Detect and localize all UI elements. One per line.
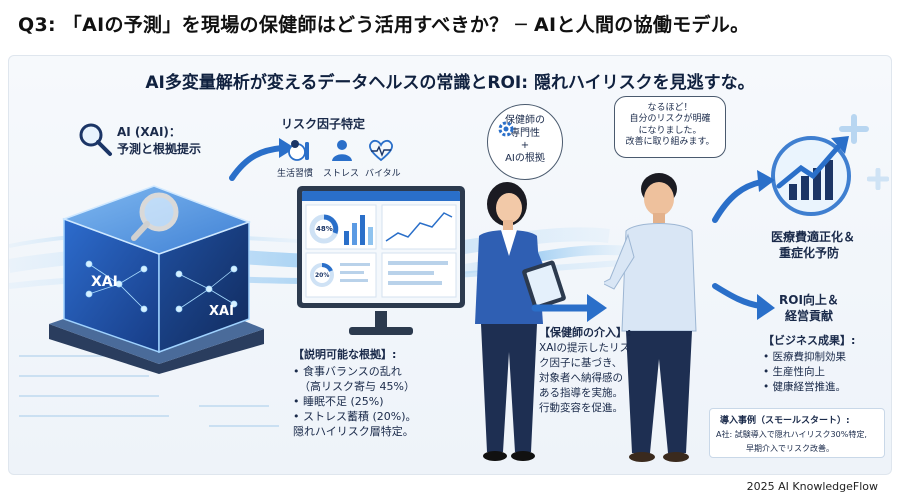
- nurse-thought-bubble: 保健師の 専門性 + AIの根拠: [487, 104, 563, 180]
- nurse-bubble-line-1: 保健師の: [505, 115, 545, 126]
- panel-subtitle: AI多変量解析が変えるデータヘルスの常識とROI: 隠れハイリスクを見逃すな。: [145, 73, 755, 93]
- nurse-bubble-line-2: 専門性: [510, 127, 540, 139]
- public-health-nurse-figure: [475, 182, 566, 461]
- employee-bubble-line-2: 自分のリスクが明確: [629, 114, 711, 125]
- risk-factors-title: リスク因子特定: [281, 117, 366, 131]
- intervention-title: 【保健師の介入】:: [539, 326, 632, 339]
- explanation-line-1: • 食事バランスの乱れ: [293, 365, 402, 378]
- arrow-to-outcome2-icon: [712, 283, 775, 320]
- growth-chart-icon: [771, 136, 851, 216]
- food-icon: [288, 140, 309, 161]
- heartbeat-icon: [369, 139, 393, 162]
- case-title: 導入事例（スモールスタート）:: [720, 416, 850, 426]
- explanation-line-2: （高リスク寄与 45%）: [299, 380, 415, 393]
- explanation-line-4: • ストレス蓄積 (20%)。: [293, 410, 417, 423]
- nurse-bubble-line-4: AIの根拠: [505, 152, 545, 164]
- plus-decoration-icon-2: [867, 168, 889, 190]
- employee-bubble-line-4: 改善に取り組みます。: [625, 136, 715, 147]
- magnifier-icon: [79, 123, 112, 156]
- business-item-1: • 医療費抑制効果: [763, 351, 847, 363]
- ai-label-line1: AI (XAI)：: [117, 125, 181, 139]
- arrow-to-outcome1-icon: [712, 170, 775, 223]
- intervention-line-2: ク因子に基づき、: [539, 357, 623, 369]
- intervention-line-5: 行動変容を促進。: [539, 402, 623, 414]
- ai-label-line2: 予測と根拠提示: [117, 142, 202, 156]
- business-item-3: • 健康経営推進。: [763, 381, 847, 393]
- employee-bubble-line-1: なるほど！: [647, 103, 693, 113]
- outcome1-line1: 医療費適正化＆: [771, 230, 856, 244]
- dashboard-screen: 48% 20%: [302, 191, 460, 303]
- footer-credit: 2025 AI KnowledgeFlow: [746, 480, 878, 493]
- xai-cube: [49, 185, 264, 374]
- page-title: Q3: 「AIの予測」を現場の保健師はどう活用すべきか？ ─ AIと人間の協働モ…: [18, 14, 750, 36]
- case-line-1: A社: 試験導入で隠れハイリスク30%特定,: [716, 430, 867, 439]
- intervention-line-1: XAIの提示したリス: [539, 342, 630, 354]
- outcome2-line1: ROI向上＆: [779, 293, 839, 307]
- employee-speech-bubble: なるほど！ 自分のリスクが明確 になりました。 改善に取り組みます。: [614, 96, 726, 158]
- dashboard-monitor: 48% 20%: [297, 186, 465, 308]
- employee-bubble-line-3: になりました。: [638, 125, 702, 136]
- plus-decoration-icon: [839, 114, 869, 144]
- gear-icon: [498, 121, 514, 137]
- risk-item-stress: ストレス: [323, 169, 360, 179]
- explanation-line-5: 隠れハイリスク層特定。: [293, 425, 414, 438]
- arrow-to-risk-icon: [229, 138, 295, 181]
- intervention-line-4: ある指導を実施。: [539, 387, 623, 399]
- explanation-line-3: • 睡眠不足 (25%): [293, 395, 384, 408]
- employee-figure: [604, 173, 697, 462]
- stress-person-icon: [332, 140, 352, 161]
- cube-front-label: XAI: [91, 274, 118, 290]
- risk-item-lifestyle: 生活習慣: [277, 169, 314, 179]
- case-line-2: 早期介入でリスク改善。: [746, 444, 834, 453]
- explanation-title: 【説明可能な根拠】:: [293, 348, 397, 361]
- nurse-bubble-line-3: +: [520, 140, 530, 151]
- risk-item-vital: バイタル: [365, 169, 401, 179]
- dashboard-gauge-value: 48%: [316, 225, 333, 233]
- intervention-line-3: 対象者へ納得感の: [539, 372, 623, 384]
- business-title: 【ビジネス成果】:: [763, 334, 856, 347]
- outcome1-line2: 重症化予防: [779, 246, 840, 260]
- business-item-2: • 生産性向上: [763, 366, 826, 378]
- arrow-to-intervention-icon: [531, 294, 607, 322]
- dashboard-graphics: [305, 204, 457, 298]
- monitor-stand: [349, 311, 413, 335]
- case-study-box: 導入事例（スモールスタート）: A社: 試験導入で隠れハイリスク30%特定, 早…: [709, 408, 885, 458]
- outcome2-line2: 経営貢献: [785, 309, 834, 323]
- dashboard-small-gauge: 20%: [315, 272, 330, 279]
- infographic-panel: AI多変量解析が変えるデータヘルスの常識とROI: 隠れハイリスクを見逃すな。 …: [8, 55, 892, 475]
- cube-side-label: XAI: [209, 304, 234, 319]
